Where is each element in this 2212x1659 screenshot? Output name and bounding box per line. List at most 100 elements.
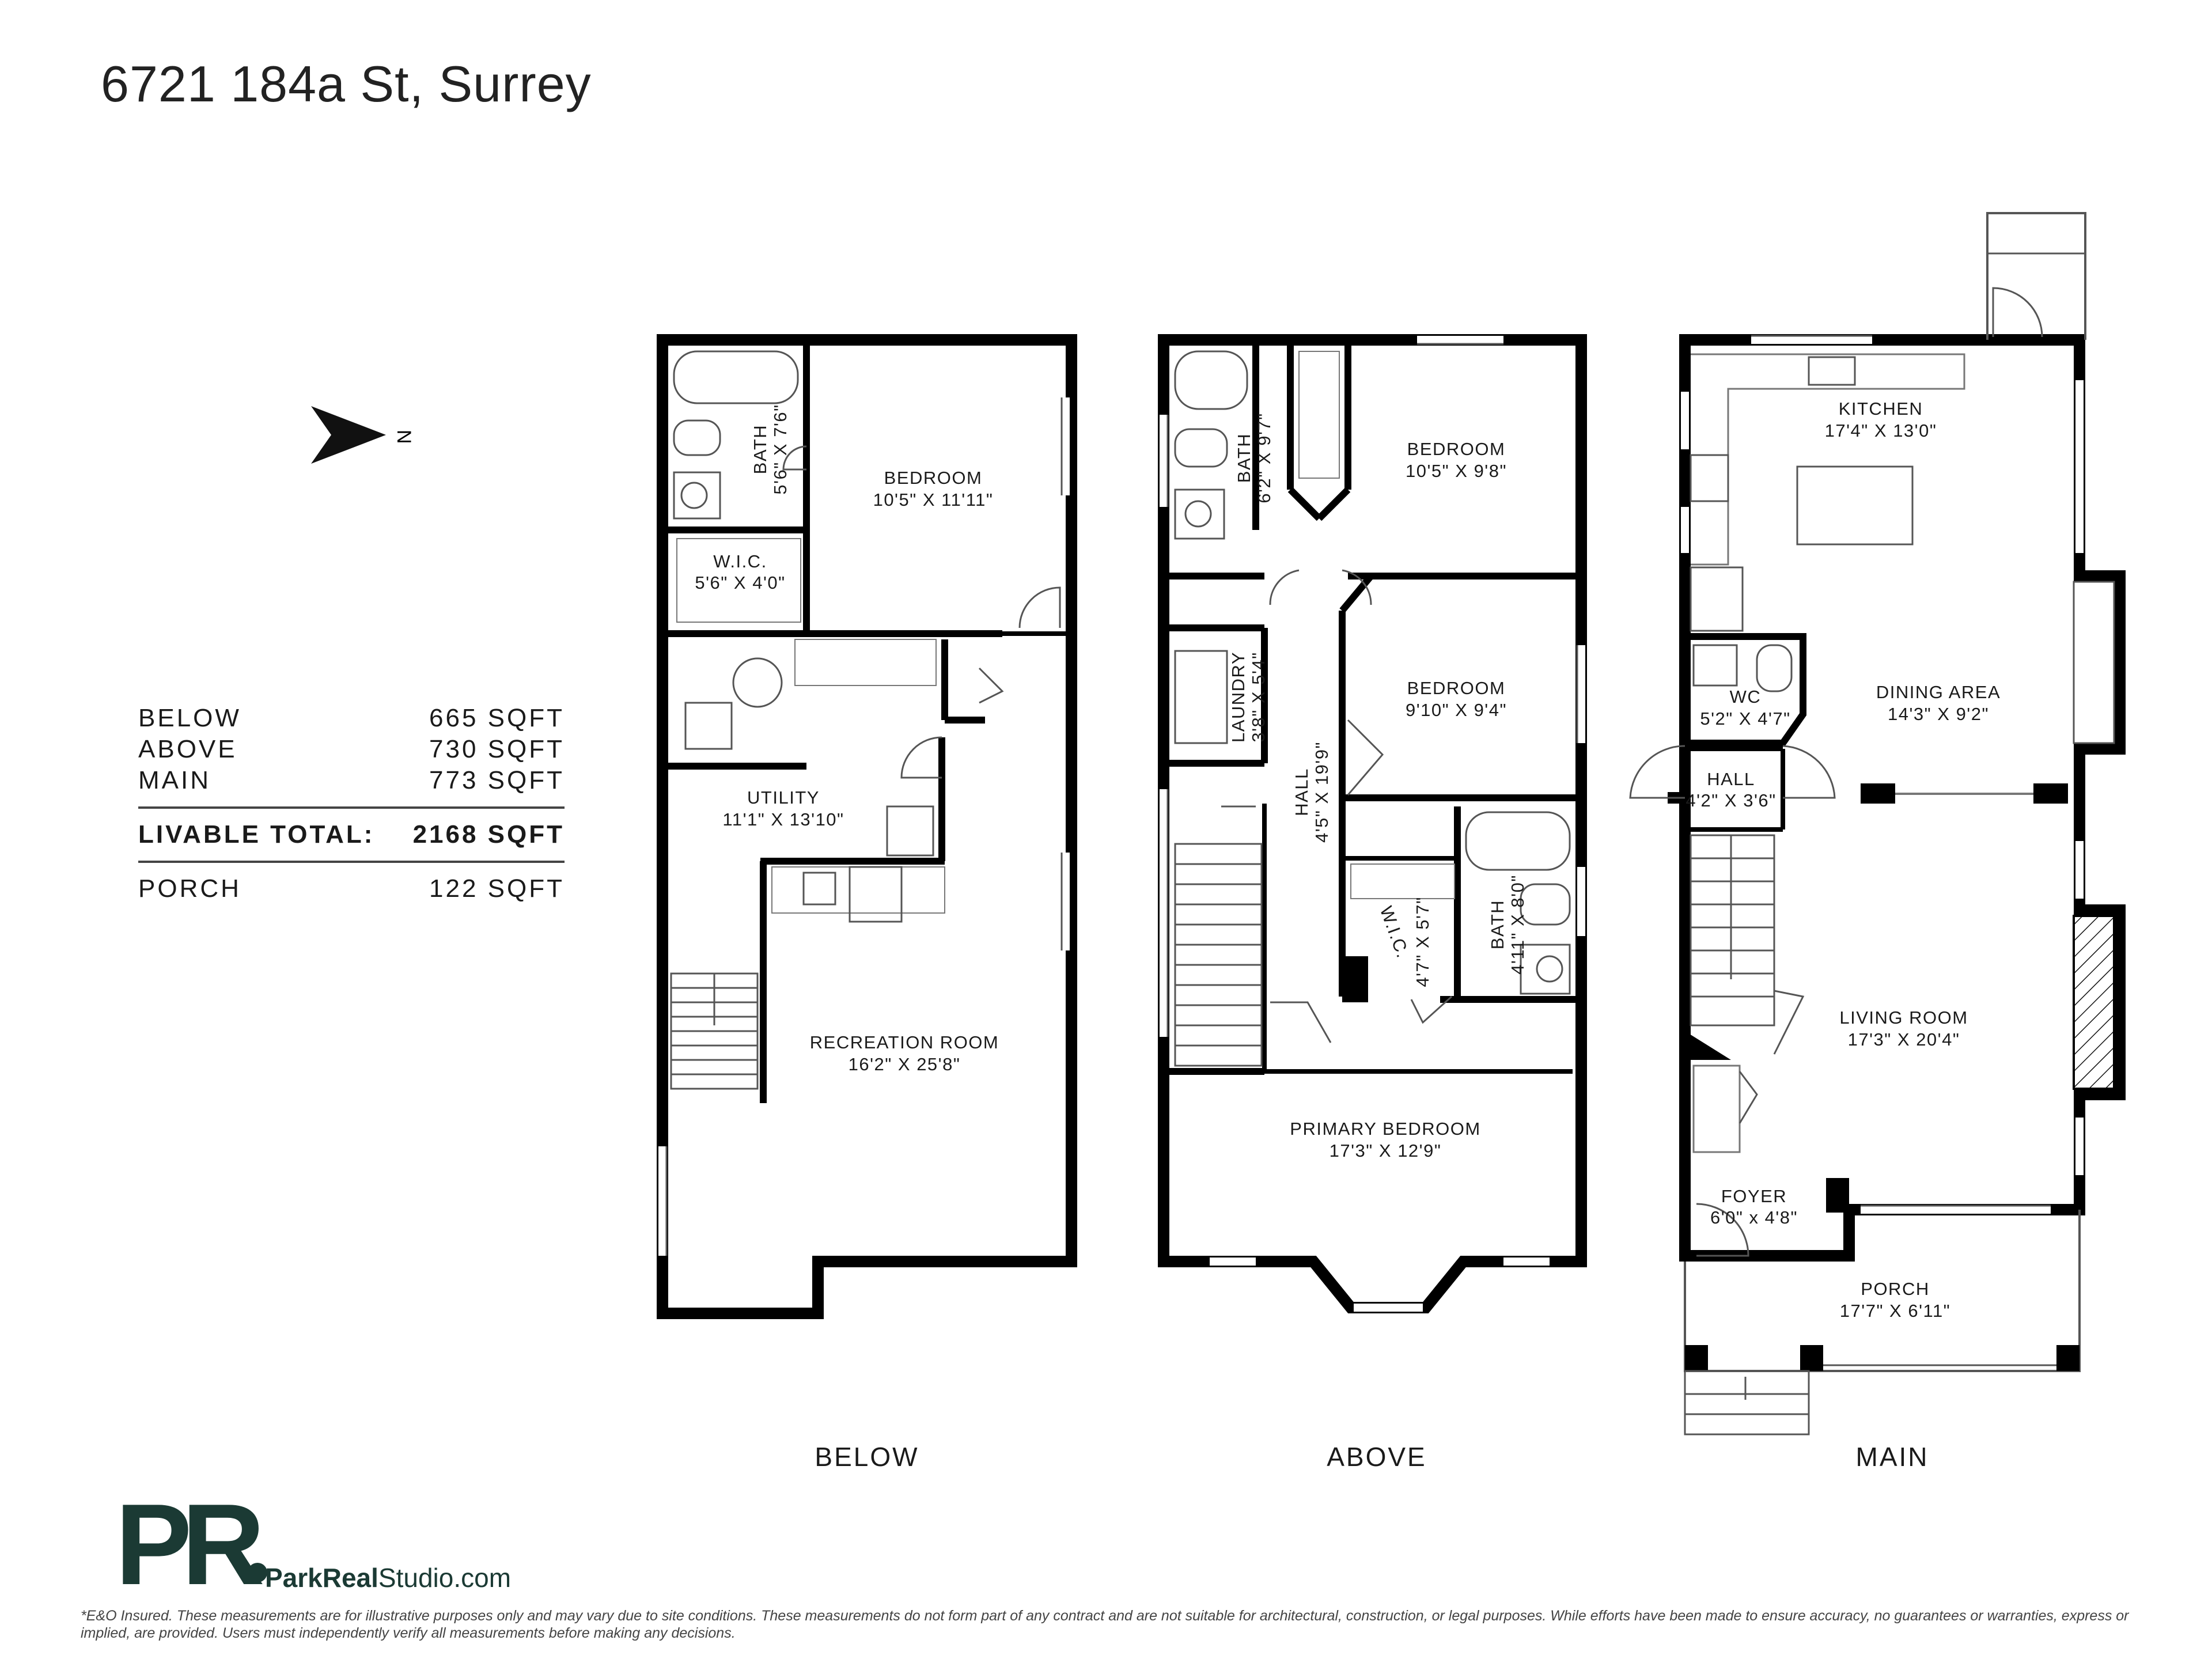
room-name: WC [1730, 687, 1762, 707]
floor-label: BELOW [815, 1442, 919, 1472]
wall [1691, 633, 1806, 747]
page-title: 6721 184a St, Surrey [101, 55, 592, 112]
structural-column [1342, 956, 1368, 1002]
summary-label: MAIN [138, 766, 211, 794]
room-dim: 10'5" X 9'8" [1406, 461, 1507, 481]
summary-porch-row: PORCH 122 SQFT [138, 873, 565, 904]
summary-row: MAIN 773 SQFT [138, 765, 565, 796]
room-name: HALL [1707, 769, 1755, 789]
summary-total-row: LIVABLE TOTAL: 2168 SQFT [138, 819, 565, 850]
sink [1174, 488, 1225, 540]
room-dim: 17'3" X 20'4" [1848, 1029, 1960, 1050]
floor-below: BATH 5'6" X 7'6" BEDROOM 10'5" X 11'11" … [657, 334, 1077, 1472]
room-name: BATH [750, 425, 770, 474]
summary-value: 665 SQFT [429, 704, 565, 732]
door-swing [1738, 1071, 1758, 1124]
stairs [670, 972, 759, 1090]
bathtub [1465, 811, 1571, 871]
room-dim: 17'4" X 13'0" [1825, 421, 1937, 441]
brand-logo: PR [115, 1501, 273, 1593]
divider [138, 861, 565, 863]
bathtub [673, 350, 799, 404]
door-swing [1992, 287, 2043, 338]
room-dim: 5'6" X 4'0" [695, 573, 785, 593]
room-name: UTILITY [747, 787, 820, 808]
compass-label: N [393, 430, 415, 444]
toilet [1756, 644, 1793, 692]
door-swing [1342, 569, 1372, 605]
floor-main: KITCHEN 17'4" X 13'0" DINING AREA 14'3" … [1629, 212, 2126, 1472]
door-swing [1270, 1001, 1332, 1043]
room-dim: 3'8" X 5'4" [1248, 652, 1268, 742]
summary-value: 773 SQFT [429, 766, 565, 794]
door-swing [1629, 745, 1685, 799]
room-name: PORCH [1861, 1279, 1929, 1299]
room-dim: 17'7" X 6'11" [1840, 1301, 1950, 1321]
summary-row: BELOW 665 SQFT [138, 703, 565, 734]
exterior-wall [1158, 334, 1587, 1313]
wall-column [1861, 783, 1895, 804]
closet [1350, 863, 1455, 899]
door-swing [1018, 586, 1061, 628]
room-dim: 5'6" X 7'6" [770, 404, 790, 494]
floor-above: BATH 6'2" X 9'7" BEDROOM 10'5" X 9'8" BE… [1158, 334, 1587, 1472]
door-swing [1347, 719, 1384, 796]
summary-label: ABOVE [138, 735, 237, 763]
brand-website: ParkRealStudio.com [265, 1562, 511, 1593]
wall [1685, 1031, 1731, 1060]
porch-steps [1684, 1370, 1810, 1435]
room-name: DINING AREA [1876, 682, 2001, 702]
room-dim: 6'0" x 4'8" [1710, 1207, 1798, 1228]
summary-label: BELOW [138, 704, 241, 732]
stove [1690, 454, 1729, 502]
room-name: RECREATION ROOM [810, 1032, 999, 1052]
porch-label: PORCH [138, 874, 241, 903]
room-dim: 11'1" X 13'10" [722, 809, 844, 830]
fireplace [2073, 915, 2115, 1090]
room-name: KITCHEN [1839, 399, 1923, 419]
room-dim: 16'2" X 25'8" [849, 1054, 961, 1074]
porch-post [2056, 1345, 2080, 1371]
appliance [886, 805, 934, 857]
room-name: HALL [1291, 768, 1312, 816]
sink [1520, 944, 1571, 995]
counter [771, 866, 945, 914]
room-dim: 4'7" X 5'7" [1412, 896, 1433, 987]
room-dim: 4'2" X 3'6" [1685, 790, 1776, 810]
washer [1174, 650, 1228, 744]
room-name: W.I.C. [713, 551, 767, 571]
porch-post [1800, 1345, 1823, 1371]
north-arrow-icon: N [311, 406, 415, 464]
area-summary: BELOW 665 SQFT ABOVE 730 SQFT MAIN 773 S… [138, 703, 565, 904]
floor-label: MAIN [1856, 1442, 1929, 1472]
kitchen-counter [1691, 353, 1965, 566]
room-name: FOYER [1721, 1186, 1787, 1206]
stairs [1690, 834, 1805, 1055]
refrigerator [1690, 566, 1744, 632]
porch-value: 122 SQFT [429, 874, 565, 903]
room-name: LAUNDRY [1228, 652, 1248, 743]
door-swing [782, 445, 807, 471]
brand-name-rest: Studio.com [378, 1563, 512, 1593]
exterior-wall [657, 334, 1077, 1319]
sink [802, 872, 836, 906]
kitchen-sink [1808, 356, 1856, 386]
bathtub [1174, 350, 1248, 410]
room-dim: 6'2" X 9'7" [1254, 412, 1274, 503]
room-name: BATH [1487, 900, 1508, 949]
room-dim: 14'3" X 9'2" [1888, 704, 1989, 724]
back-deck [1986, 212, 2086, 340]
kitchen-island [1796, 465, 1914, 546]
total-value: 2168 SQFT [412, 820, 565, 849]
divider [138, 806, 565, 809]
room-dim: 10'5" X 11'11" [873, 490, 994, 510]
sink [1692, 644, 1738, 687]
door-swing [1410, 995, 1453, 1024]
logo-letters: PR [115, 1501, 263, 1593]
wall-column [1826, 1178, 1849, 1213]
door-swing [978, 667, 1004, 704]
room-name: W.I.C. [1376, 903, 1414, 961]
closet-rod [676, 538, 801, 623]
wall-column [2033, 783, 2068, 804]
